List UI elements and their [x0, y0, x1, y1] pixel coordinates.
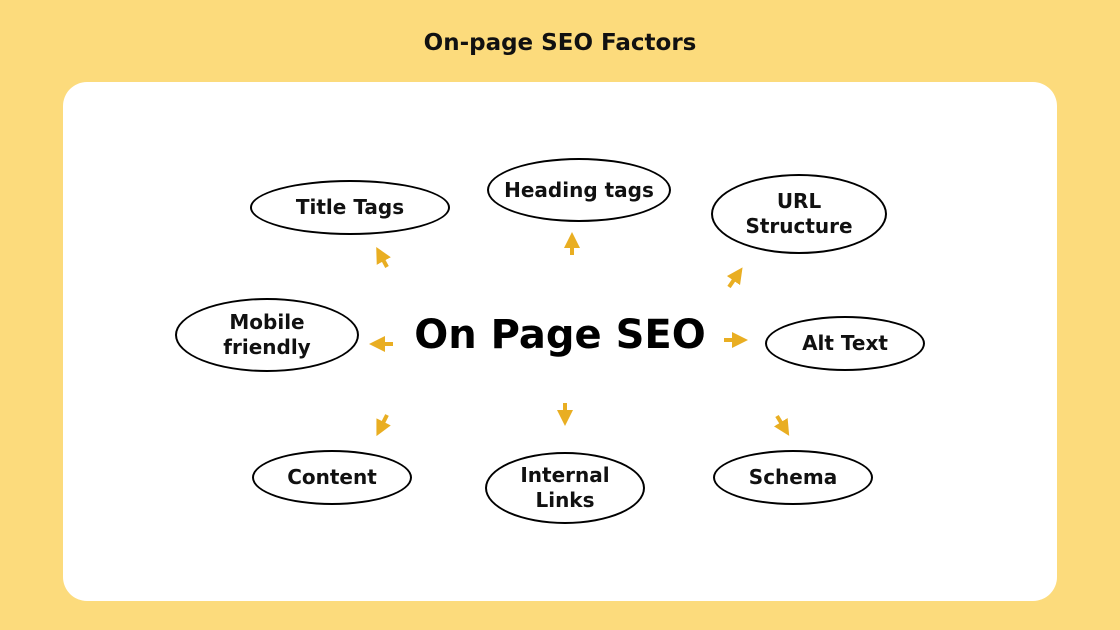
node-content: Content [252, 450, 412, 505]
arrow-title-tags [376, 246, 391, 268]
node-url-structure: URL Structure [711, 174, 887, 254]
node-schema: Schema [713, 450, 873, 505]
center-topic: On Page SEO [414, 312, 706, 358]
node-heading-tags: Heading tags [487, 158, 671, 222]
arrow-schema [773, 414, 790, 436]
node-title-tags: Title Tags [250, 180, 450, 235]
node-alt-text: Alt Text [765, 316, 925, 371]
diagram-title: On-page SEO Factors [423, 30, 697, 56]
arrow-content [376, 414, 391, 437]
node-mobile-friendly: Mobile friendly [175, 298, 359, 372]
node-internal-links: Internal Links [485, 452, 645, 524]
arrow-url-structure [726, 267, 743, 289]
